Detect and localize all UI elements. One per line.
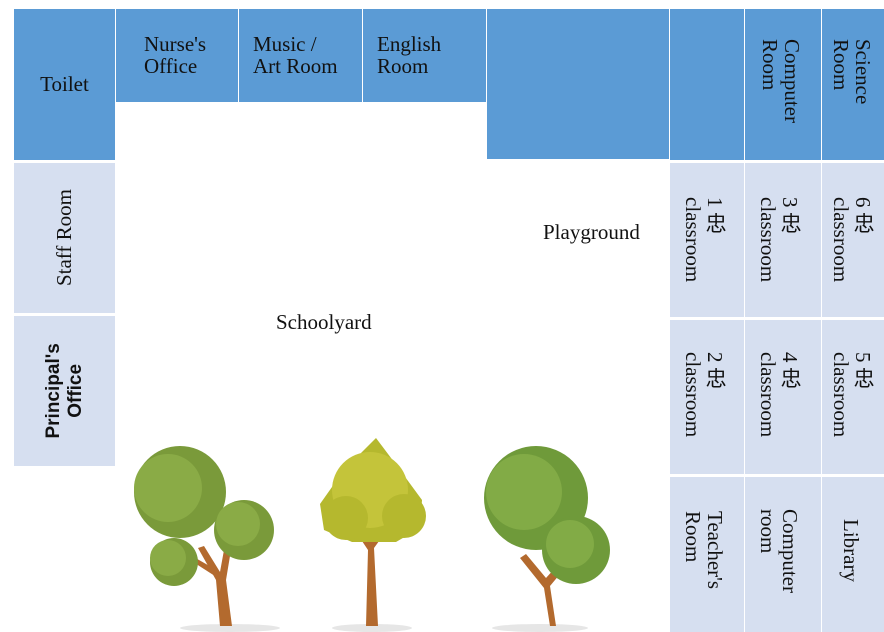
- room-class-3-label: 3 忠 classroom: [756, 197, 803, 283]
- room-staff-label: Staff Room: [52, 189, 77, 287]
- room-class-5: 5 忠 classroom: [822, 320, 884, 474]
- room-class-2: 2 忠 classroom: [670, 320, 744, 474]
- room-class-2-label: 2 忠 classroom: [681, 352, 728, 438]
- area-playground-label: Playground: [543, 220, 640, 244]
- room-computer-top: Computer Room: [745, 9, 821, 160]
- room-blank-top-right: [670, 9, 744, 160]
- room-class-4-label: 4 忠 classroom: [756, 352, 803, 438]
- room-class-6: 6 忠 classroom: [822, 163, 884, 317]
- room-teachers: Teacher's Room: [670, 477, 744, 632]
- room-class-4: 4 忠 classroom: [745, 320, 821, 474]
- room-computer-bottom-label: Computer room: [756, 509, 803, 593]
- room-toilet: Toilet: [14, 9, 115, 160]
- room-music-art-label: Music / Art Room: [253, 32, 338, 79]
- room-class-6-label: 6 忠 classroom: [829, 197, 876, 283]
- room-blank-top: [487, 9, 669, 159]
- room-computer-top-label: Computer Room: [758, 39, 805, 123]
- room-principals-office: Principal's Office: [14, 316, 115, 466]
- trees-illustration: [134, 438, 610, 632]
- room-class-1: 1 忠 classroom: [670, 163, 744, 317]
- area-schoolyard-label: Schoolyard: [276, 310, 372, 334]
- room-class-5-label: 5 忠 classroom: [829, 352, 876, 438]
- room-teachers-label: Teacher's Room: [681, 511, 728, 590]
- tree-icon: [320, 438, 426, 632]
- room-library-label: Library: [839, 519, 864, 582]
- room-nurses-office-label: Nurse's Office: [144, 32, 207, 79]
- room-principals-office-label: Principal's Office: [42, 343, 86, 439]
- room-library: Library: [822, 477, 884, 632]
- room-science-label: Science Room: [829, 39, 876, 105]
- tree-icon: [134, 446, 280, 632]
- room-class-3: 3 忠 classroom: [745, 163, 821, 317]
- room-english-label: English Room: [377, 32, 442, 79]
- room-english: English Room: [363, 9, 486, 102]
- tree-icon: [484, 446, 610, 632]
- room-science: Science Room: [822, 9, 884, 160]
- room-nurses-office: Nurse's Office: [116, 9, 238, 102]
- room-computer-bottom: Computer room: [745, 477, 821, 632]
- room-staff: Staff Room: [14, 163, 115, 313]
- room-music-art: Music / Art Room: [239, 9, 362, 102]
- room-class-1-label: 1 忠 classroom: [681, 197, 728, 283]
- room-toilet-label: Toilet: [40, 72, 89, 97]
